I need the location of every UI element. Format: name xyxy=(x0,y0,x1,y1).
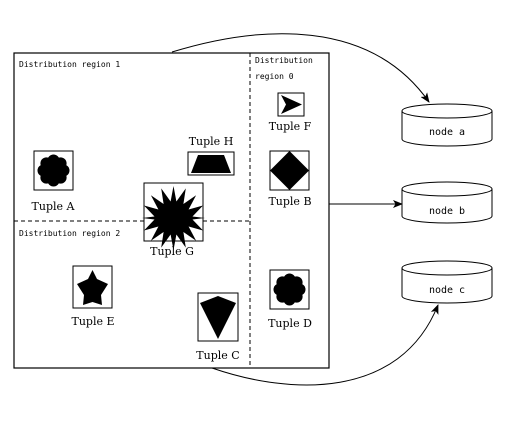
region2-label: Distribution region 2 xyxy=(19,229,120,238)
region0-label-line2: region 0 xyxy=(255,72,294,81)
node-c-label: node c xyxy=(429,285,465,296)
tuple-f-label: Tuple F xyxy=(269,120,312,133)
arrow-to-node-a xyxy=(171,33,430,103)
tuple-a-label: Tuple A xyxy=(32,200,76,213)
tuple-h-trapezoid-icon xyxy=(191,155,231,173)
arrow-to-node-c xyxy=(211,304,439,386)
tuple-e-pentagon-star-icon xyxy=(77,270,108,305)
node-b-cylinder xyxy=(401,181,493,224)
node-b-label: node b xyxy=(429,206,465,217)
tuple-d-flower-icon xyxy=(273,273,306,306)
tuple-c-label: Tuple C xyxy=(196,349,239,362)
region0-label-line1: Distribution xyxy=(255,56,313,65)
node-a-cylinder xyxy=(401,103,493,147)
tuple-c-kite-icon xyxy=(200,296,236,339)
tuple-b-label: Tuple B xyxy=(268,195,311,208)
tuple-f-arrow-icon xyxy=(281,95,302,114)
tuple-d-label: Tuple D xyxy=(268,317,312,330)
node-c-cylinder xyxy=(401,260,493,304)
tuple-g-label: Tuple G xyxy=(150,245,194,258)
tuple-h-label: Tuple H xyxy=(189,135,234,148)
region1-label: Distribution region 1 xyxy=(19,60,120,69)
tuple-e-label: Tuple E xyxy=(71,315,114,328)
tuple-a-flower-icon xyxy=(37,154,70,187)
node-a-label: node a xyxy=(429,127,465,138)
tuple-b-diamond-icon xyxy=(270,151,309,190)
tuple-g-starburst-icon xyxy=(142,186,205,250)
outer-frame xyxy=(13,52,330,369)
